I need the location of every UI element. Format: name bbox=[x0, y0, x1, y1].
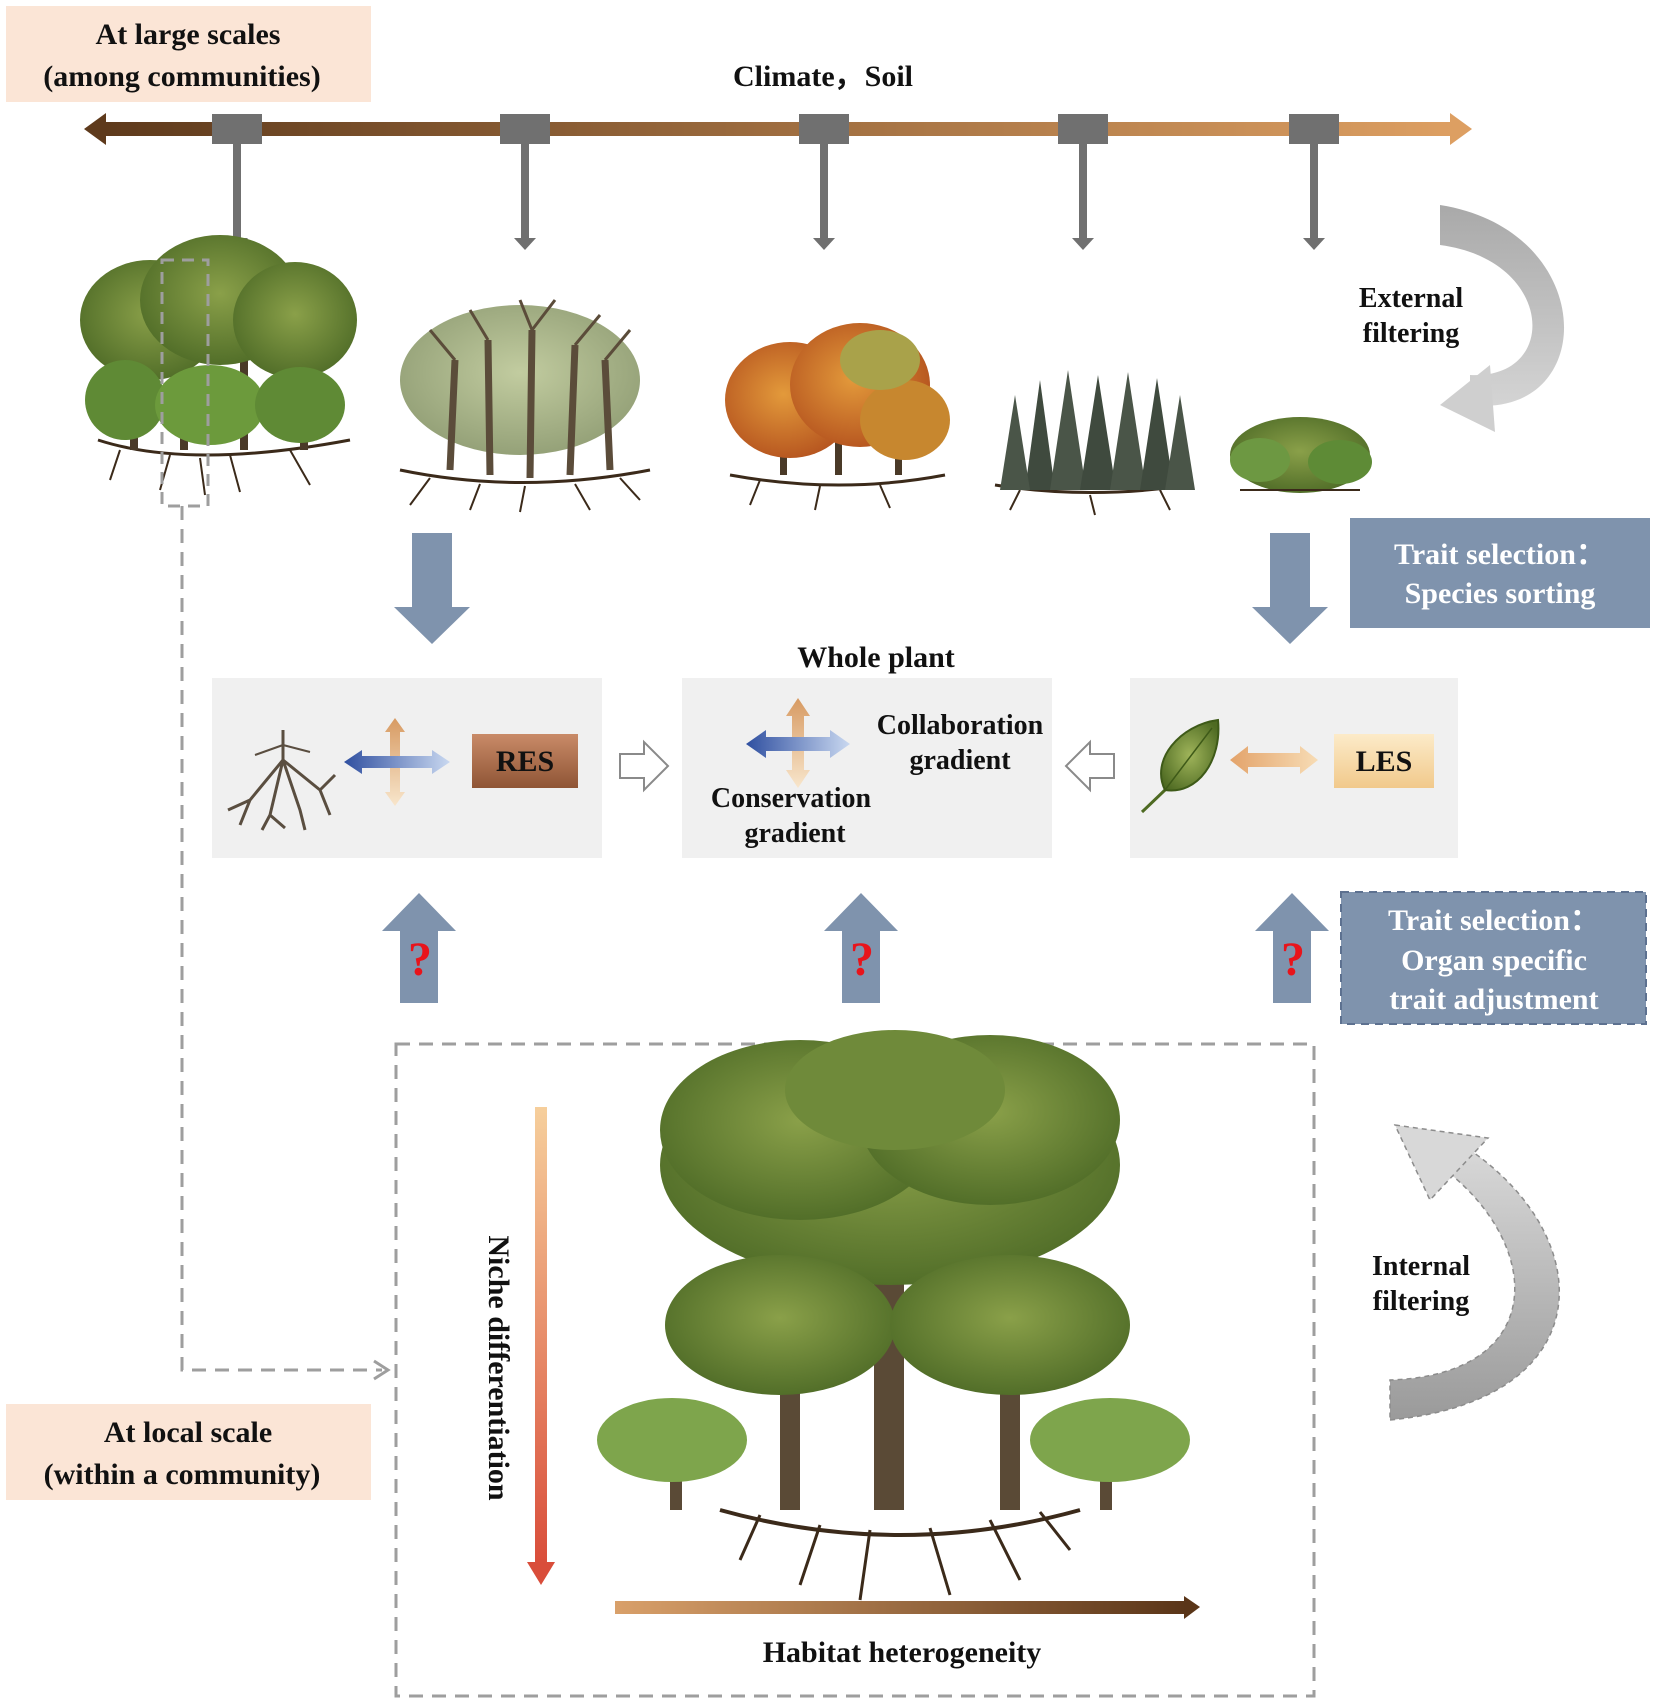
whole-plant-tradeoff-arrows bbox=[746, 698, 850, 788]
res-label: RES bbox=[496, 745, 554, 778]
unknown-mark: ? bbox=[850, 933, 874, 986]
large-scale-label: At large scales (among communities) bbox=[6, 6, 371, 102]
sampled-community-highlight bbox=[160, 258, 210, 508]
axis-marker bbox=[500, 114, 550, 250]
local-community-frame bbox=[394, 1042, 1316, 1698]
organ-adjustment-line2: Organ specific bbox=[1401, 944, 1587, 977]
local-scale-label-line1: At local scale bbox=[104, 1416, 272, 1449]
community-illustration-conifer-forest bbox=[994, 370, 1195, 516]
res-box bbox=[472, 734, 578, 788]
unknown-mark: ? bbox=[1281, 933, 1305, 986]
large-scale-label-line1: At large scales bbox=[96, 18, 281, 51]
unknown-mark: ? bbox=[408, 933, 432, 986]
block-arrow-down-left bbox=[394, 533, 470, 644]
axis-marker bbox=[1058, 114, 1108, 250]
whole-plant-panel: Collaboration gradient Conservation grad… bbox=[682, 678, 1052, 858]
organ-adjustment-line3: trait adjustment bbox=[1389, 983, 1598, 1016]
axis-marker bbox=[799, 114, 849, 250]
axis-marker bbox=[1289, 114, 1339, 250]
local-scale-label: At local scale (within a community) bbox=[6, 1404, 371, 1500]
unknown-arrow-up-right: ? bbox=[1255, 893, 1329, 1003]
climate-soil-label: Climate，Soil bbox=[733, 60, 913, 93]
conservation-gradient-line2: gradient bbox=[744, 818, 846, 849]
les-label: LES bbox=[1356, 745, 1413, 778]
trait-selection-organ-adjustment-box: Trait selection： Organ specific trait ad… bbox=[1340, 891, 1647, 1025]
species-sorting-line2: Species sorting bbox=[1405, 577, 1596, 610]
scale-connector-dashed bbox=[180, 506, 382, 1372]
habitat-heterogeneity-arrow bbox=[615, 1596, 1200, 1619]
niche-differentiation-arrow bbox=[527, 1107, 555, 1585]
community-illustration-autumn-forest bbox=[725, 323, 950, 511]
unknown-arrow-up-center: ? bbox=[824, 893, 898, 1003]
conservation-gradient-line1: Conservation bbox=[711, 783, 872, 814]
root-economics-panel: RES bbox=[212, 678, 602, 858]
scale-connector-arrowhead bbox=[373, 1359, 391, 1381]
whole-plant-label: Whole plant bbox=[797, 641, 955, 674]
community-illustration-dense-forest bbox=[80, 235, 357, 496]
collaboration-gradient-line1: Collaboration bbox=[877, 710, 1044, 741]
community-illustration-shrubland bbox=[1230, 417, 1372, 493]
leaf-icon bbox=[1140, 718, 1220, 814]
climate-soil-gradient-axis bbox=[84, 113, 1472, 145]
internal-filtering-line2: filtering bbox=[1373, 1286, 1469, 1317]
niche-differentiation-label: Niche differentiation bbox=[482, 1235, 515, 1501]
res-tradeoff-arrows bbox=[344, 718, 450, 806]
large-scale-label-line2: (among communities) bbox=[43, 60, 320, 93]
habitat-heterogeneity-label: Habitat heterogeneity bbox=[763, 1636, 1042, 1669]
trait-selection-species-sorting-box: Trait selection： Species sorting bbox=[1350, 518, 1650, 628]
external-filtering-line1: External bbox=[1359, 283, 1463, 314]
local-scale-label-line2: (within a community) bbox=[44, 1458, 321, 1491]
res-to-whole-plant-arrow bbox=[619, 739, 670, 793]
root-system-icon bbox=[227, 730, 337, 831]
external-filtering-arrow bbox=[1440, 205, 1565, 432]
organ-adjustment-line1: Trait selection： bbox=[1388, 904, 1600, 937]
les-box bbox=[1334, 734, 1434, 788]
species-sorting-line1: Trait selection： bbox=[1394, 538, 1606, 571]
internal-filtering-arrow bbox=[1389, 1124, 1560, 1421]
collaboration-gradient-line2: gradient bbox=[909, 745, 1011, 776]
axis-arrowhead-right bbox=[1450, 113, 1472, 145]
axis-bar bbox=[102, 122, 1454, 136]
leaf-economics-panel: LES bbox=[1130, 678, 1458, 858]
block-arrow-down-right bbox=[1252, 533, 1328, 644]
external-filtering-line2: filtering bbox=[1363, 318, 1459, 349]
les-to-whole-plant-arrow bbox=[1064, 739, 1115, 793]
axis-markers bbox=[212, 114, 1339, 250]
community-illustration-sparse-forest bbox=[399, 299, 651, 513]
axis-marker bbox=[212, 114, 262, 250]
local-community-tree-illustration bbox=[597, 1030, 1190, 1601]
unknown-arrow-up-left: ? bbox=[382, 893, 456, 1003]
local-scale-label-bg bbox=[6, 1404, 371, 1500]
axis-arrowhead-left bbox=[84, 113, 106, 145]
les-tradeoff-arrow bbox=[1230, 746, 1318, 774]
large-scale-label-bg bbox=[6, 6, 371, 102]
internal-filtering-line1: Internal bbox=[1372, 1251, 1470, 1282]
